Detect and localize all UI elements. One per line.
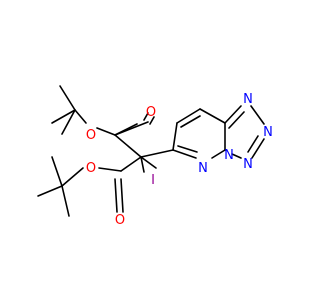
- molecule-structure-diagram: O O O O I N N N N N: [37, 85, 273, 228]
- nitrogen-label-tetrazole-2: N: [263, 125, 273, 140]
- ester-upper: [96, 112, 155, 158]
- central-carbon-bonds: [120, 149, 174, 173]
- nitrogen-label-tetrazole-3: N: [243, 157, 253, 172]
- oxygen-label-lower-carbonyl: O: [115, 213, 125, 228]
- pyridazine-ring: [172, 108, 226, 159]
- ester-lower: [98, 167, 124, 213]
- oxygen-label-upper-carbonyl: O: [146, 105, 156, 120]
- tert-butyl-lower: [37, 156, 84, 217]
- molecule-svg: O O O O I N N N N N: [37, 85, 273, 228]
- tetrazole-ring: [224, 105, 265, 159]
- tert-butyl-upper: [51, 85, 87, 135]
- nitrogen-label-pyridazine: N: [198, 161, 208, 176]
- nitrogen-label-tetrazole-1: N: [243, 92, 253, 107]
- nitrogen-label-bridgehead: N: [224, 148, 234, 163]
- oxygen-label-upper-ether: O: [86, 128, 96, 143]
- iodine-label: I: [151, 173, 155, 188]
- atom-labels: O O O O I N N N N N: [86, 92, 273, 228]
- oxygen-label-lower-ether: O: [86, 161, 96, 176]
